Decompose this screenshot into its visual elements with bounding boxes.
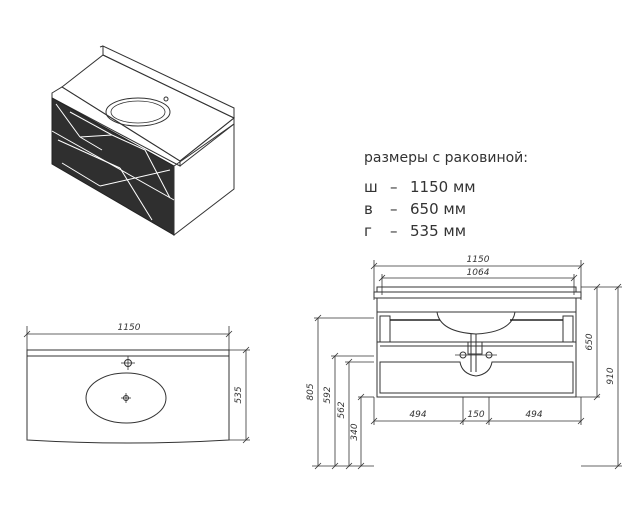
- front-total-width-label: 1150: [467, 255, 490, 265]
- h592-label: 592: [323, 386, 333, 403]
- spec-dash: –: [390, 178, 398, 196]
- iso-counter-edge: [51, 86, 181, 167]
- spec-row-width: ш–1150 мм: [364, 178, 476, 196]
- h340-label: 340: [350, 423, 360, 440]
- iso-cabinet-side: [173, 123, 235, 237]
- iso-backsplash: [102, 45, 235, 119]
- spec-row-height: в–650 мм: [364, 200, 466, 218]
- front-view: 1150 1064: [306, 255, 622, 470]
- front-countertop: [373, 291, 582, 299]
- iso-basin-outer: [105, 97, 171, 127]
- iso-basin-inner: [110, 100, 166, 124]
- spec-dash: –: [390, 222, 398, 240]
- front-bottom-mid-label: 150: [467, 410, 484, 420]
- front-total-height-label: 910: [606, 367, 616, 384]
- front-cabinet: [376, 297, 577, 398]
- front-bottom-left-label: 494: [409, 410, 426, 420]
- iso-faucet-hole: [163, 96, 169, 102]
- top-width-label: 1150: [118, 323, 141, 333]
- spec-value: 650 мм: [410, 200, 467, 218]
- top-backsplash: [26, 349, 230, 357]
- top-depth-label: 535: [234, 386, 244, 403]
- top-counter-outline: [26, 356, 230, 444]
- h805-label: 805: [306, 383, 316, 400]
- front-basin: [436, 311, 516, 335]
- isometric-view: [51, 45, 235, 237]
- spec-key: в: [364, 200, 373, 218]
- spec-key: г: [364, 222, 372, 240]
- spec-title: размеры с раковиной:: [364, 150, 528, 166]
- front-left-bracket: [379, 315, 391, 343]
- front-lower-drawer: [379, 361, 574, 394]
- front-right-bracket: [562, 315, 574, 343]
- spec-dash: –: [390, 200, 398, 218]
- front-height-label: 650: [585, 333, 595, 350]
- spec-key: ш: [364, 178, 378, 196]
- top-basin: [85, 372, 167, 424]
- iso-drawer-pattern: [51, 103, 175, 221]
- top-view: 1150 535: [23, 323, 250, 444]
- spec-value: 1150 мм: [410, 178, 476, 196]
- spec-row-depth: г–535 мм: [364, 222, 466, 240]
- h562-label: 562: [337, 401, 347, 418]
- front-inner-width-label: 1064: [467, 268, 490, 278]
- front-backsplash: [376, 286, 577, 293]
- front-siphon: [467, 341, 483, 355]
- front-bottom-right-label: 494: [525, 410, 542, 420]
- spec-value: 535 мм: [410, 222, 467, 240]
